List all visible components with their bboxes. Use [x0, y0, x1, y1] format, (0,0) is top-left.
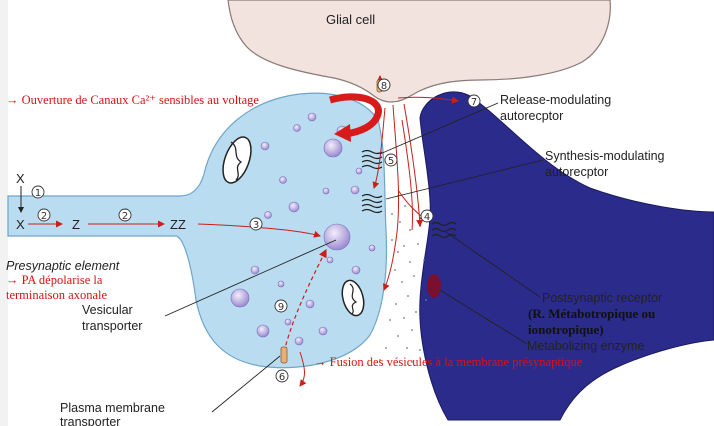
step-4-text: 4 — [424, 212, 430, 223]
release-modulating-label-2: autorecptor — [500, 109, 563, 123]
molecule-x-outside: X — [16, 171, 25, 186]
calcium-channel-annotation: → Ouverture de Canaux Ca²⁺ sensibles au … — [6, 93, 259, 107]
vesicular-label-1: Vesicular — [82, 303, 133, 317]
step-2b-text: 2 — [122, 211, 128, 222]
metabolizing-enzyme-blob — [427, 274, 441, 298]
metabolizing-enzyme-label: Metabolizing enzyme — [527, 339, 644, 353]
pa-depolarise-annotation-2: terminaison axonale — [6, 288, 107, 302]
pa-depolarise-annotation-1: → PA dépolarise la — [6, 273, 103, 287]
glial-cell-label: Glial cell — [326, 12, 375, 27]
step-9-text: 9 — [278, 302, 284, 313]
vesicular-label-2: transporter — [82, 319, 142, 333]
synthesis-modulating-label-1: Synthesis-modulating — [545, 149, 665, 163]
release-modulating-label-1: Release-modulating — [500, 93, 611, 107]
step-1-text: 1 — [35, 188, 41, 199]
plasma-membrane-transporter-shape — [281, 347, 287, 363]
step-3-text: 3 — [253, 220, 259, 231]
left-margin-strip — [0, 0, 8, 426]
step-6-text: 6 — [279, 372, 285, 383]
molecule-x-inside: X — [16, 217, 25, 232]
synthesis-modulating-label-2: autorecptor — [545, 165, 608, 179]
presynaptic-element-label: Presynaptic element — [6, 259, 120, 273]
metabotropique-label-2: ionotropique) — [528, 322, 604, 337]
step-2a-text: 2 — [41, 211, 47, 222]
plasma-membrane-label-1: Plasma membrane — [60, 401, 165, 415]
step-7-text: 7 — [471, 97, 477, 108]
step-5-text: 5 — [388, 156, 394, 167]
glial-cell — [228, 0, 610, 102]
postsynaptic-dendrite — [420, 92, 714, 420]
postsynaptic-receptor-label: Postsynaptic receptor — [542, 291, 662, 305]
step-8-text: 8 — [381, 81, 387, 92]
fusion-vesicules-annotation: → Fusion des vésicules à la membrane pré… — [314, 355, 583, 369]
molecule-zz: ZZ — [170, 217, 186, 232]
molecule-z: Z — [72, 217, 80, 232]
metabotropique-label-1: (R. Métabotropique ou — [528, 306, 655, 321]
plasma-membrane-label-2: transporter — [60, 415, 120, 426]
